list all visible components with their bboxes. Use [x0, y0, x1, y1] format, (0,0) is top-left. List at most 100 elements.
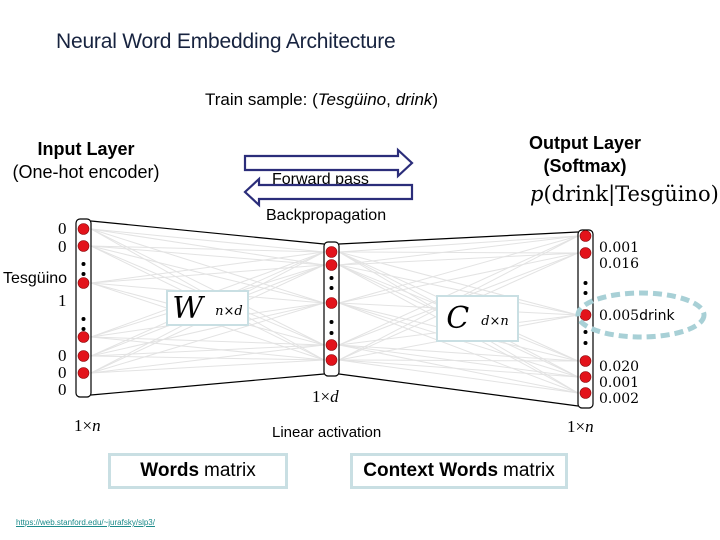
weight-line — [90, 359, 325, 374]
probability-p: p — [530, 182, 544, 206]
input-value: 0 — [58, 380, 67, 399]
funnel-edge — [90, 373, 325, 396]
input-neuron — [77, 223, 90, 235]
dim-var: n — [92, 416, 101, 435]
drink-highlight-ellipse — [575, 290, 707, 340]
weight-line — [338, 235, 579, 253]
probability-expression: p(drink|Tesgüino) — [530, 182, 719, 206]
dim-var: d — [330, 387, 339, 406]
weight-line — [338, 344, 579, 362]
output-layer-title: Output Layer — [528, 133, 641, 153]
funnel-edge — [338, 373, 579, 407]
backpropagation-arrow[interactable] — [243, 176, 414, 208]
weight-line — [338, 235, 579, 304]
weight-line — [90, 264, 325, 284]
input-layer-heading: Input Layer (One-hot encoder) — [0, 138, 172, 184]
ellipsis-dot — [81, 262, 86, 266]
ellipsis-dot — [81, 272, 86, 276]
input-value: 0 — [58, 363, 67, 382]
ellipsis-dot — [329, 276, 334, 280]
weight-line — [90, 251, 325, 284]
weight-line — [338, 359, 579, 394]
hidden-dimension-label: 1×d — [312, 387, 339, 407]
weight-line — [90, 245, 325, 253]
source-link[interactable]: https://web.stanford.edu/~jurafsky/slp3/ — [16, 518, 155, 527]
weight-line — [90, 344, 325, 357]
ellipsis-dot — [329, 320, 334, 324]
hidden-neuron — [325, 246, 338, 258]
ellipsis-dot — [81, 327, 86, 331]
output-value: 0.005 — [599, 308, 640, 324]
weight-line — [90, 302, 325, 374]
weight-line — [90, 228, 325, 266]
input-value: 0 — [58, 237, 67, 256]
weight-line — [90, 228, 325, 346]
output-layer-heading: Output Layer (Softmax) — [500, 132, 670, 178]
input-dimension-label: 1×n — [74, 416, 101, 436]
output-layer-subtitle: (Softmax) — [543, 156, 627, 176]
train-sample-word: Tesgüino — [317, 90, 387, 109]
input-value: 0 — [58, 219, 67, 238]
hidden-neuron — [325, 297, 338, 309]
funnel-edge — [90, 220, 325, 245]
dim-prefix: 1× — [567, 417, 586, 436]
input-layer-title: Input Layer — [37, 139, 135, 159]
weight-line — [338, 251, 579, 254]
train-sample: Train sample: (Tesgüino, drink) — [205, 90, 438, 110]
dim-var: n — [585, 417, 594, 436]
hidden-neuron — [325, 259, 338, 271]
dim-prefix: 1× — [312, 387, 331, 406]
backpropagation-label: Backpropagation — [266, 207, 387, 224]
weight-line — [90, 355, 325, 361]
train-sample-context: drink — [395, 90, 433, 109]
input-neuron — [77, 350, 90, 362]
dim-prefix: 1× — [74, 416, 93, 435]
input-neuron — [77, 331, 90, 343]
ellipsis-dot — [329, 331, 334, 335]
words-matrix-bold: Words — [140, 460, 200, 481]
output-value-highlighted: 0.005drink — [599, 309, 675, 323]
forward-pass-arrow[interactable] — [243, 147, 414, 179]
w-matrix-symbol: W — [172, 290, 204, 326]
w-matrix-box: W n×d — [166, 290, 249, 326]
output-neuron — [579, 387, 592, 399]
context-matrix-bold: Context Words — [363, 460, 499, 481]
ellipsis-dot — [583, 281, 588, 285]
output-dimension-label: 1×n — [567, 417, 594, 437]
input-neuron — [77, 277, 90, 289]
input-word-label: Tesgüino — [3, 270, 68, 287]
w-matrix-dims: n×d — [215, 303, 243, 319]
train-sample-separator: , — [386, 90, 396, 109]
weight-line — [338, 252, 579, 304]
weight-line — [338, 235, 579, 346]
input-neuron — [77, 240, 90, 252]
output-value: 0.016 — [599, 256, 640, 272]
neurons — [77, 223, 592, 399]
weight-line — [90, 344, 325, 374]
input-value: 1 — [58, 291, 67, 310]
c-matrix-dims: d×n — [481, 314, 509, 329]
c-matrix-symbol: C — [446, 301, 470, 336]
output-neuron — [579, 371, 592, 383]
ellipsis-dot — [81, 317, 86, 321]
weight-line — [90, 228, 325, 253]
funnel-outline — [90, 220, 579, 407]
output-neuron — [579, 247, 592, 259]
output-value: 0.001 — [599, 240, 640, 256]
probability-args: (drink|Tesgüino) — [543, 182, 719, 206]
ellipsis-dot — [583, 291, 588, 295]
forward-pass-label: Forward pass — [272, 171, 369, 184]
input-neuron — [77, 367, 90, 379]
input-layer-subtitle: (One-hot encoder) — [12, 162, 160, 182]
weight-line — [338, 359, 579, 378]
ellipsis-dot — [583, 341, 588, 345]
c-matrix-box: C d×n — [436, 295, 519, 342]
weight-line — [338, 359, 579, 362]
train-sample-suffix: ) — [432, 90, 439, 109]
activation-label: Linear activation — [272, 424, 382, 441]
hidden-neuron — [325, 339, 338, 351]
weight-line — [90, 245, 325, 266]
words-matrix-rest: matrix — [204, 460, 256, 481]
weight-line — [90, 228, 325, 304]
